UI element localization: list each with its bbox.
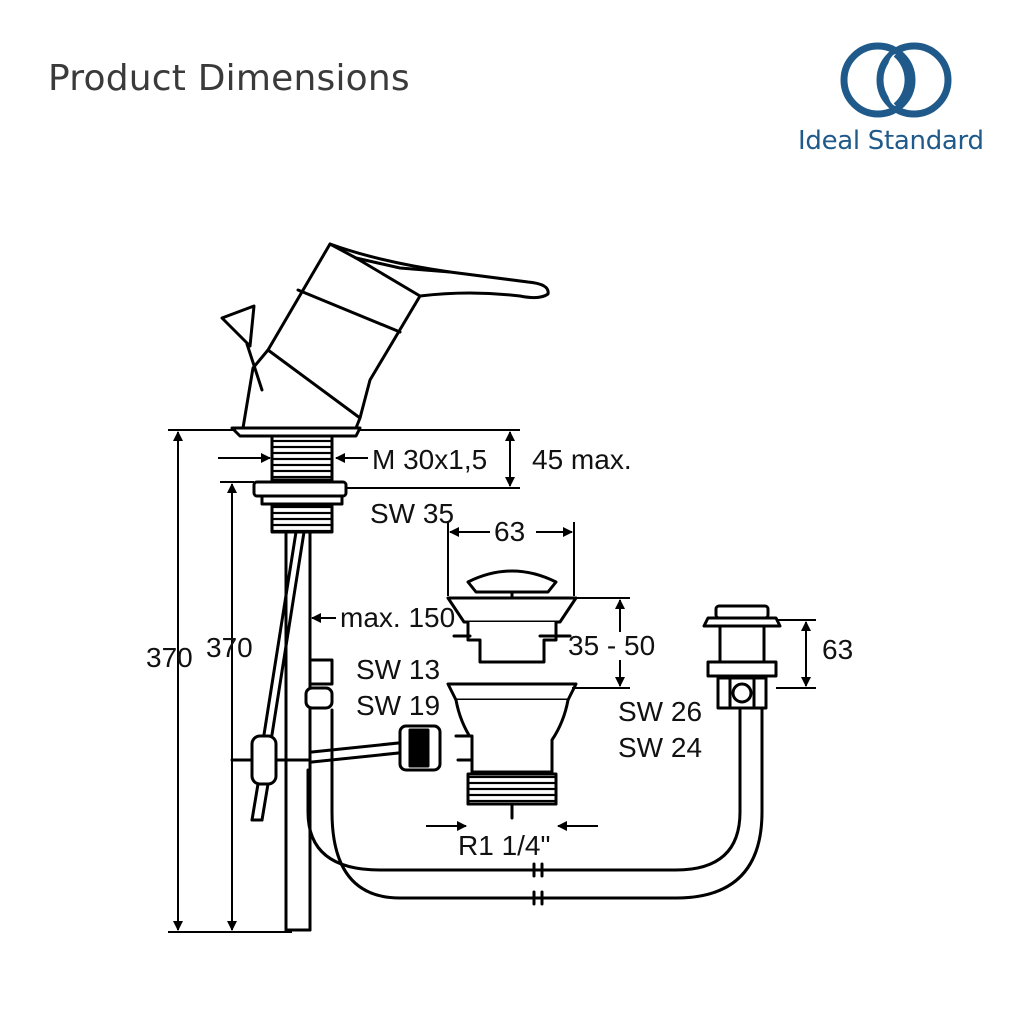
interlocking-rings-logo-icon [840,42,952,118]
tap-height-dimension [346,429,520,489]
wrench-size-35-label: SW 35 [370,498,455,529]
height-dimension-inner [220,481,254,931]
knob-height-dimension [776,619,816,689]
total-height-outer-label: 370 [146,642,193,673]
waste-range-dimension [556,597,630,689]
wrench-size-26-label: SW 26 [618,696,703,727]
reach-label: max. 150 [340,602,456,633]
waste-valve [446,569,578,820]
thread-label: M 30x1,5 [372,444,488,475]
tap-height-label: 45 max. [532,444,632,475]
tap-body [230,242,550,438]
lift-lever [230,658,334,822]
wrench-size-24-label: SW 24 [618,732,703,763]
pop-up-knob [702,604,782,710]
waste-range-label: 35 - 50 [568,630,656,661]
wrench-size-13-label: SW 13 [356,654,441,685]
tap-shank [252,434,348,932]
outlet-thread-label: R1 1/4" [458,830,551,861]
brand-name: Ideal Standard [798,126,984,156]
waste-width-label: 63 [494,516,526,547]
knob-height-label: 63 [822,634,854,665]
total-height-inner-label: 370 [206,632,253,663]
waste-pipe [306,706,764,906]
waste-width-dimension [447,522,575,596]
pop-up-rod [220,304,264,392]
wrench-size-19-label: SW 19 [356,690,441,721]
page-title: Product Dimensions [48,58,410,99]
brand-logo: Ideal Standard [790,30,1000,160]
height-dimension-outer [168,429,292,933]
